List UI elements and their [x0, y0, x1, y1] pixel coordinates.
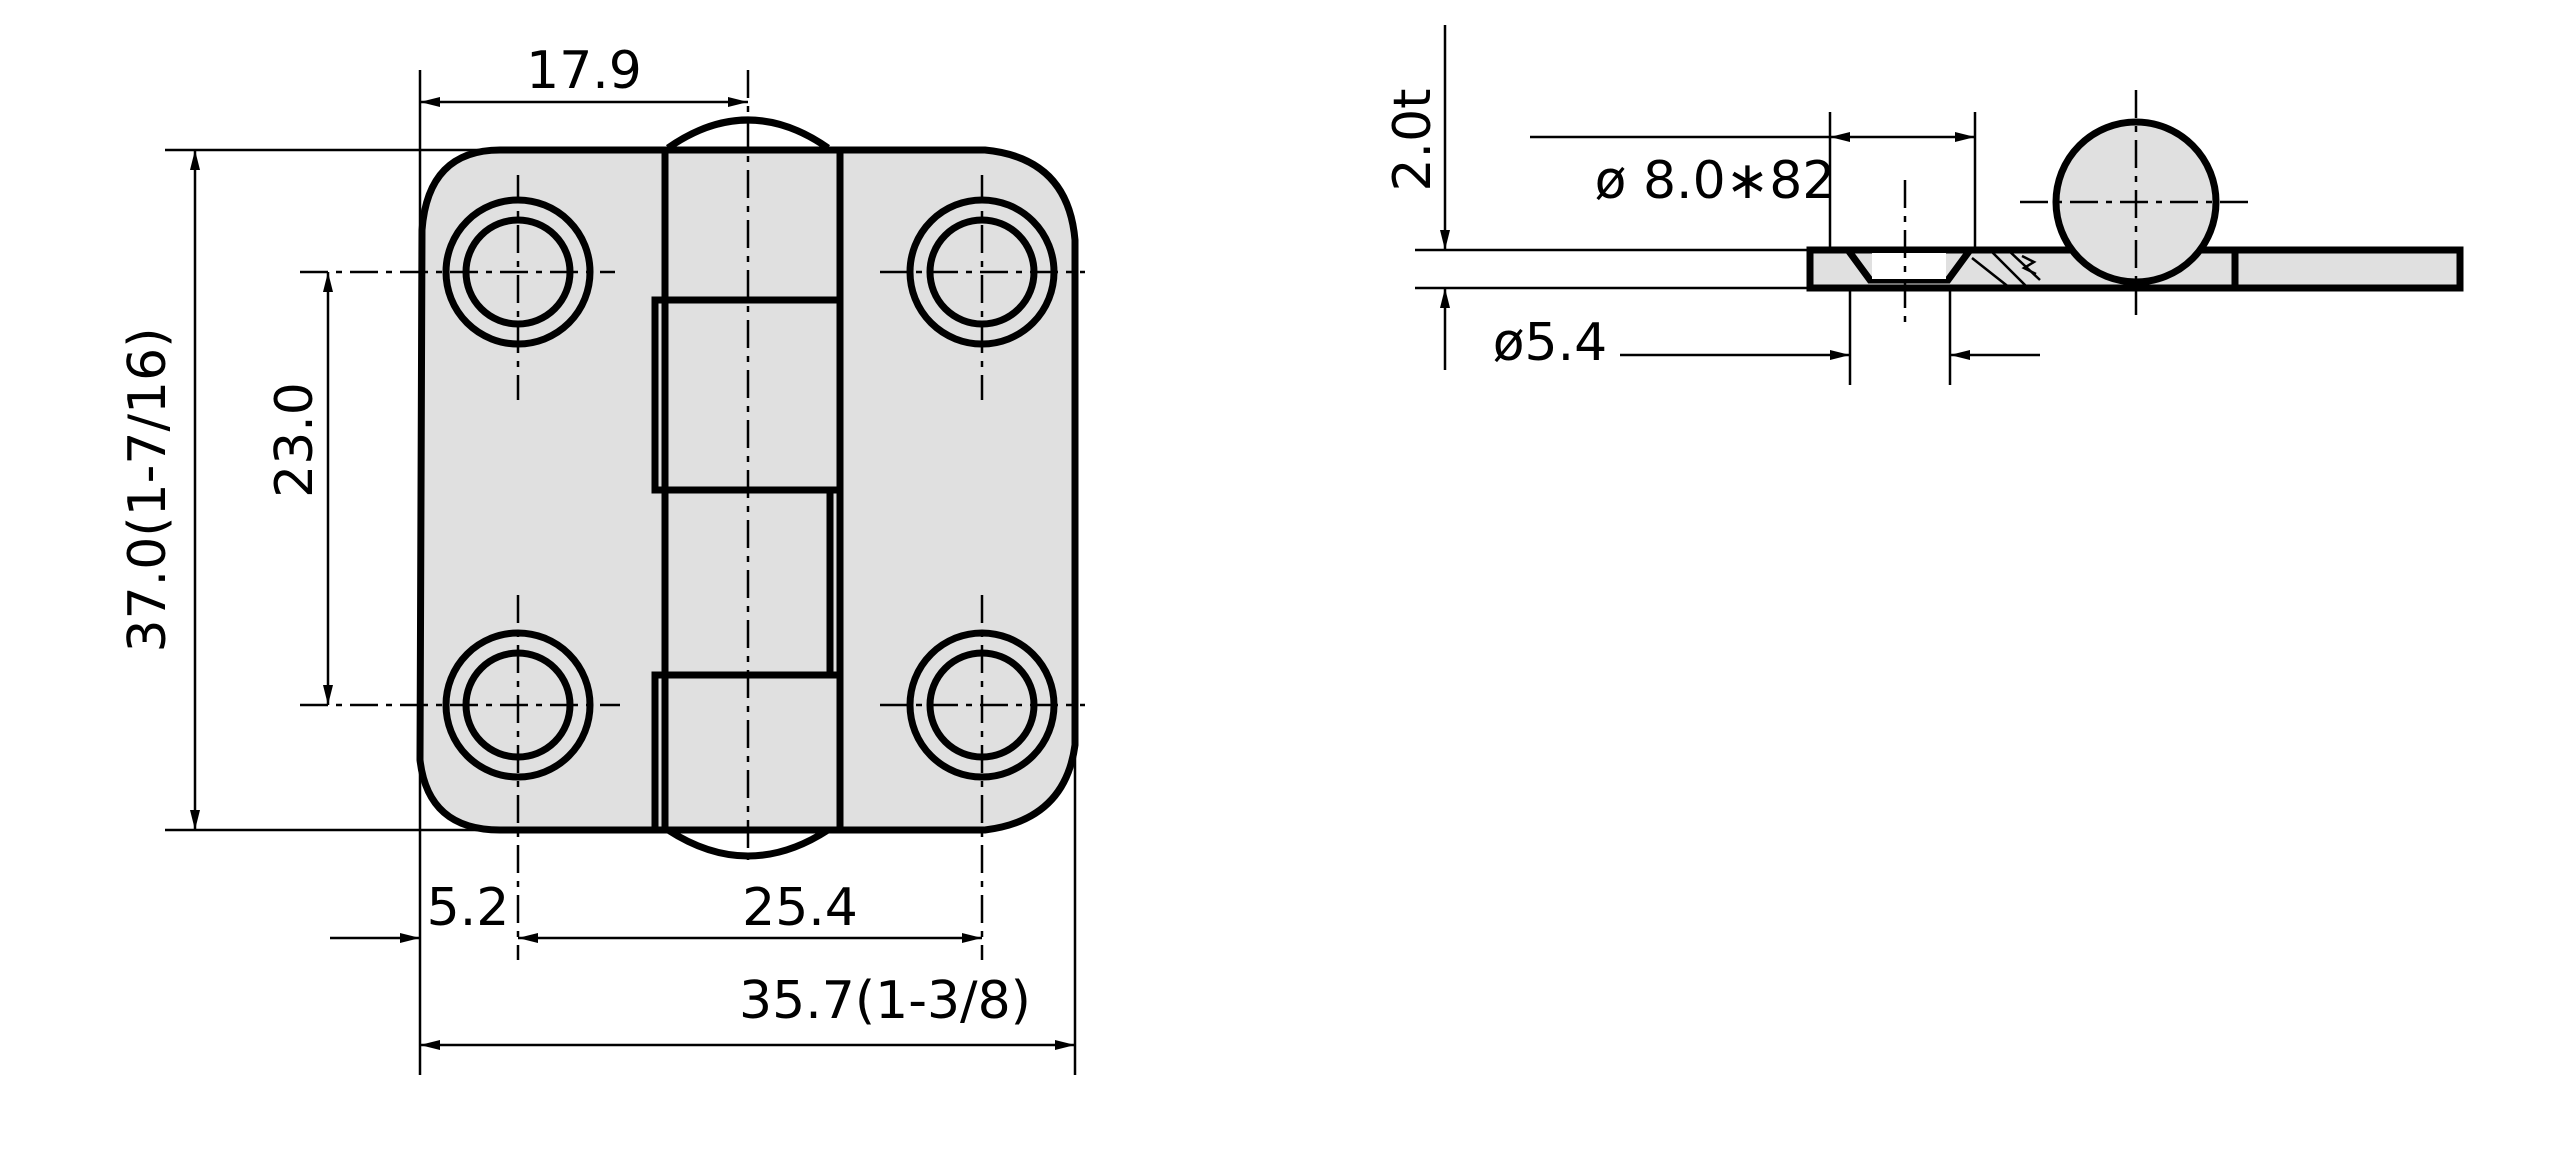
dim-25-4-label: 25.4 [742, 878, 858, 938]
hole-void [1872, 253, 1946, 279]
right-leaf [836, 146, 1079, 834]
dim-17-9-label: 17.9 [526, 41, 642, 101]
dim-5-2-label: 5.2 [427, 878, 510, 938]
left-leaf [416, 146, 674, 834]
dim-hole-label: ø5.4 [1493, 313, 1608, 373]
hole-bottom-left [300, 595, 620, 960]
hole-bottom-right [880, 595, 1085, 960]
hole-top-left [300, 175, 615, 400]
dim-23-0-label: 23.0 [265, 382, 325, 498]
front-view: 17.9 23.0 37.0(1-7/16) 5.2 25.4 35.7(1-3… [118, 41, 1085, 1075]
hole-top-right [880, 175, 1085, 400]
dim-countersink-label: ø 8.0∗82 [1595, 151, 1836, 211]
dim-37-0-label: 37.0(1-7/16) [118, 328, 178, 653]
dim-2-0t-label: 2.0t [1383, 88, 1443, 191]
side-view: 2.0t ø 8.0∗82 ø5.4 [1383, 25, 2464, 385]
dim-35-7-label: 35.7(1-3/8) [739, 971, 1031, 1031]
